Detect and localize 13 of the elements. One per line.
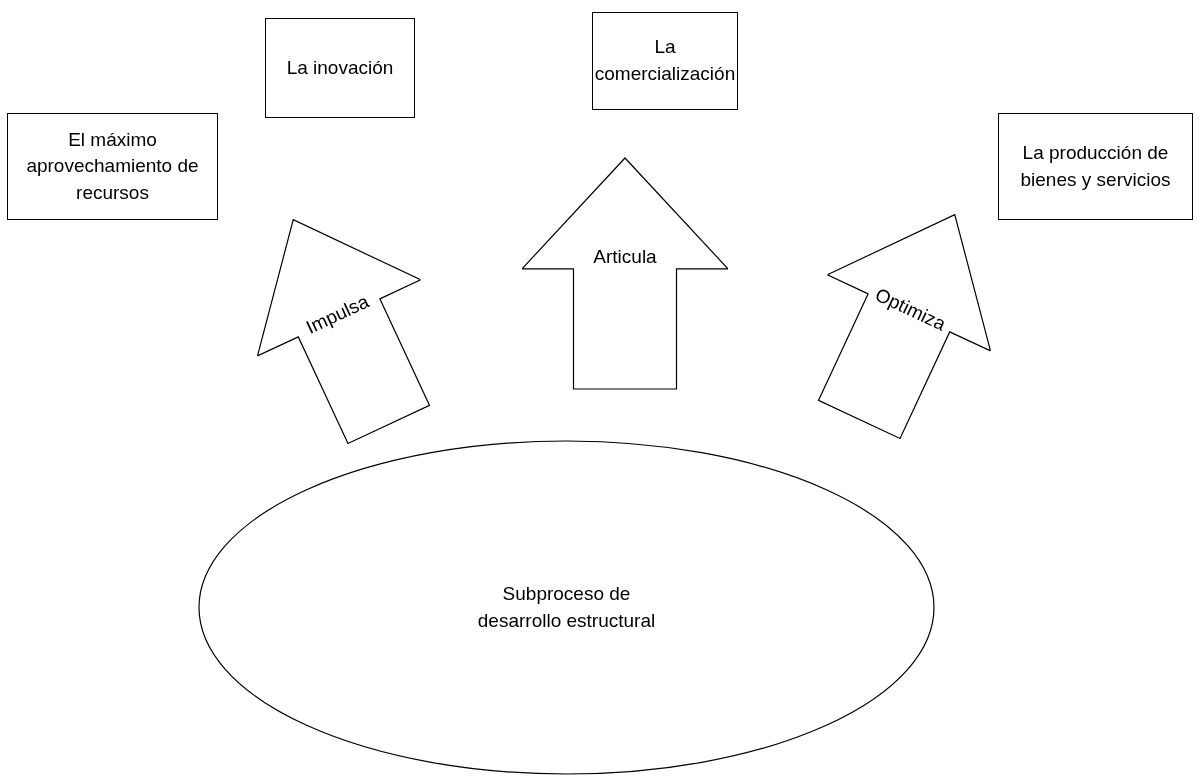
node-label: La inovación [286,55,394,80]
edge-label: Articula [592,244,658,269]
node-label: El máximo aprovechamiento de recursos [25,127,200,205]
node-label: Subproceso de desarrollo estructural [476,581,657,633]
node-label: La producción de bienes y servicios [1019,140,1172,192]
block-arrow [522,156,728,390]
text-box [998,113,1193,220]
text-box [592,12,738,110]
block-arrow [256,218,431,445]
text-box [265,18,415,118]
block-arrow [817,213,992,440]
node-label: La comercialización [594,35,736,86]
text-box [7,113,218,220]
